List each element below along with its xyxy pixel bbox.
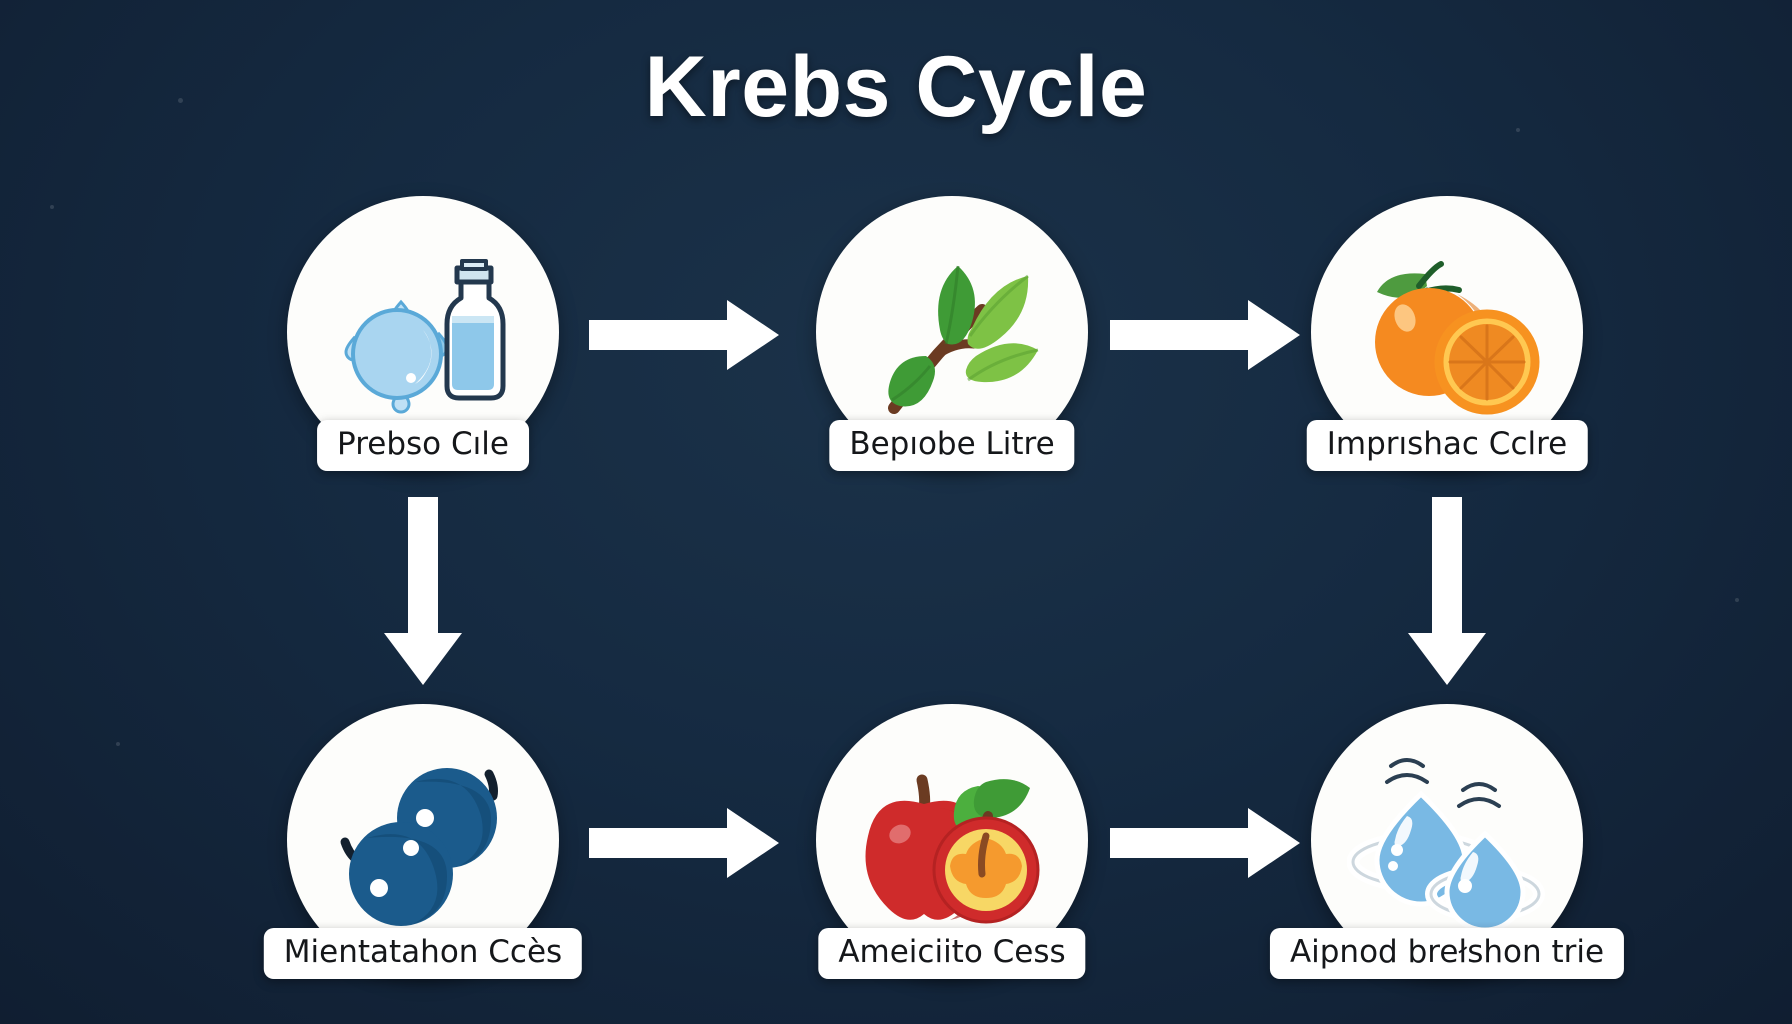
arrow-shaft [408,497,438,637]
arrow-shaft [1432,497,1462,637]
page-title: Krebs Cycle [644,39,1148,135]
arrow-shaft [589,828,731,858]
node-imprishac-cclre[interactable]: Imprıshac Cclre [1306,196,1588,471]
node-aipnod-brelshon-trie[interactable]: Aipnod brełshon trie [1269,704,1625,979]
arrow-head [727,808,779,878]
node-label: Mientatahon Ccѐs [263,928,583,979]
arrow-node3-to-node6 [1408,497,1486,687]
node-label: Aipnod brełshon trie [1269,928,1625,979]
node-label: Prebso Cıle [317,420,529,471]
blue-water-bubbles-icon [1347,738,1547,938]
arrow-shaft [1110,320,1252,350]
background-speck [116,742,120,746]
green-leafy-branch-icon [852,230,1052,430]
arrow-node1-to-node2 [589,300,779,370]
node-label: Bepıobe Litre [829,420,1075,471]
arrow-head [727,300,779,370]
blue-berry-spheres-icon [323,738,523,938]
water-droplet-and-bottle-icon [323,230,523,430]
arrow-head [1408,633,1486,685]
arrow-node2-to-node3 [1110,300,1300,370]
arrow-shaft [589,320,731,350]
node-label: Ameiciito Cess [818,928,1086,979]
arrow-node1-to-node4 [384,497,462,687]
arrow-head [1248,300,1300,370]
node-label: Imprıshac Cclre [1306,420,1588,471]
arrow-node5-to-node6 [1110,808,1300,878]
node-mientatahon-cces[interactable]: Mientatahon Ccѐs [263,704,583,979]
arrow-head [384,633,462,685]
background-speck [1735,598,1739,602]
red-apple-and-halved-apple-icon [852,738,1052,938]
arrow-shaft [1110,828,1252,858]
background-speck [50,205,54,209]
node-ameiciito-cess[interactable]: Ameiciito Cess [816,704,1088,979]
node-prebso-cile[interactable]: Prebso Cıle [287,196,559,471]
arrow-head [1248,808,1300,878]
arrow-node4-to-node5 [589,808,779,878]
node-bepiobe-litre[interactable]: Bepıobe Litre [816,196,1088,471]
orange-fruit-and-slice-icon [1347,230,1547,430]
